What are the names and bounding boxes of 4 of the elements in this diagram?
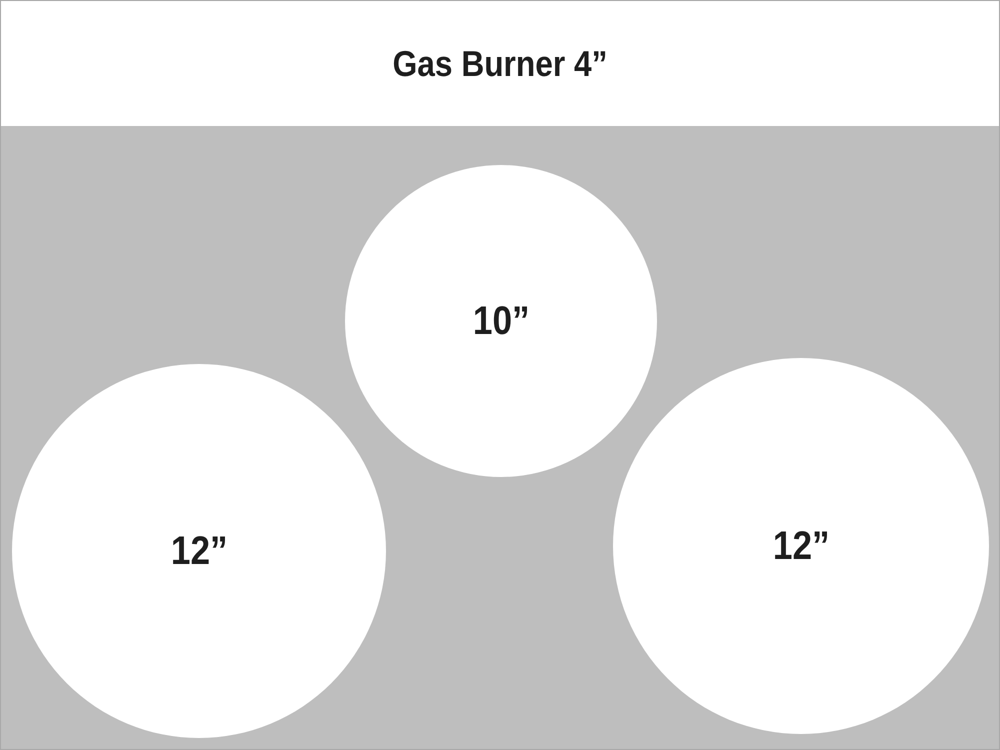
title: Gas Burner 4” <box>392 42 608 84</box>
size-label: 12” <box>772 524 830 568</box>
size-label: 10” <box>472 298 530 344</box>
size-label: 12” <box>170 528 228 574</box>
